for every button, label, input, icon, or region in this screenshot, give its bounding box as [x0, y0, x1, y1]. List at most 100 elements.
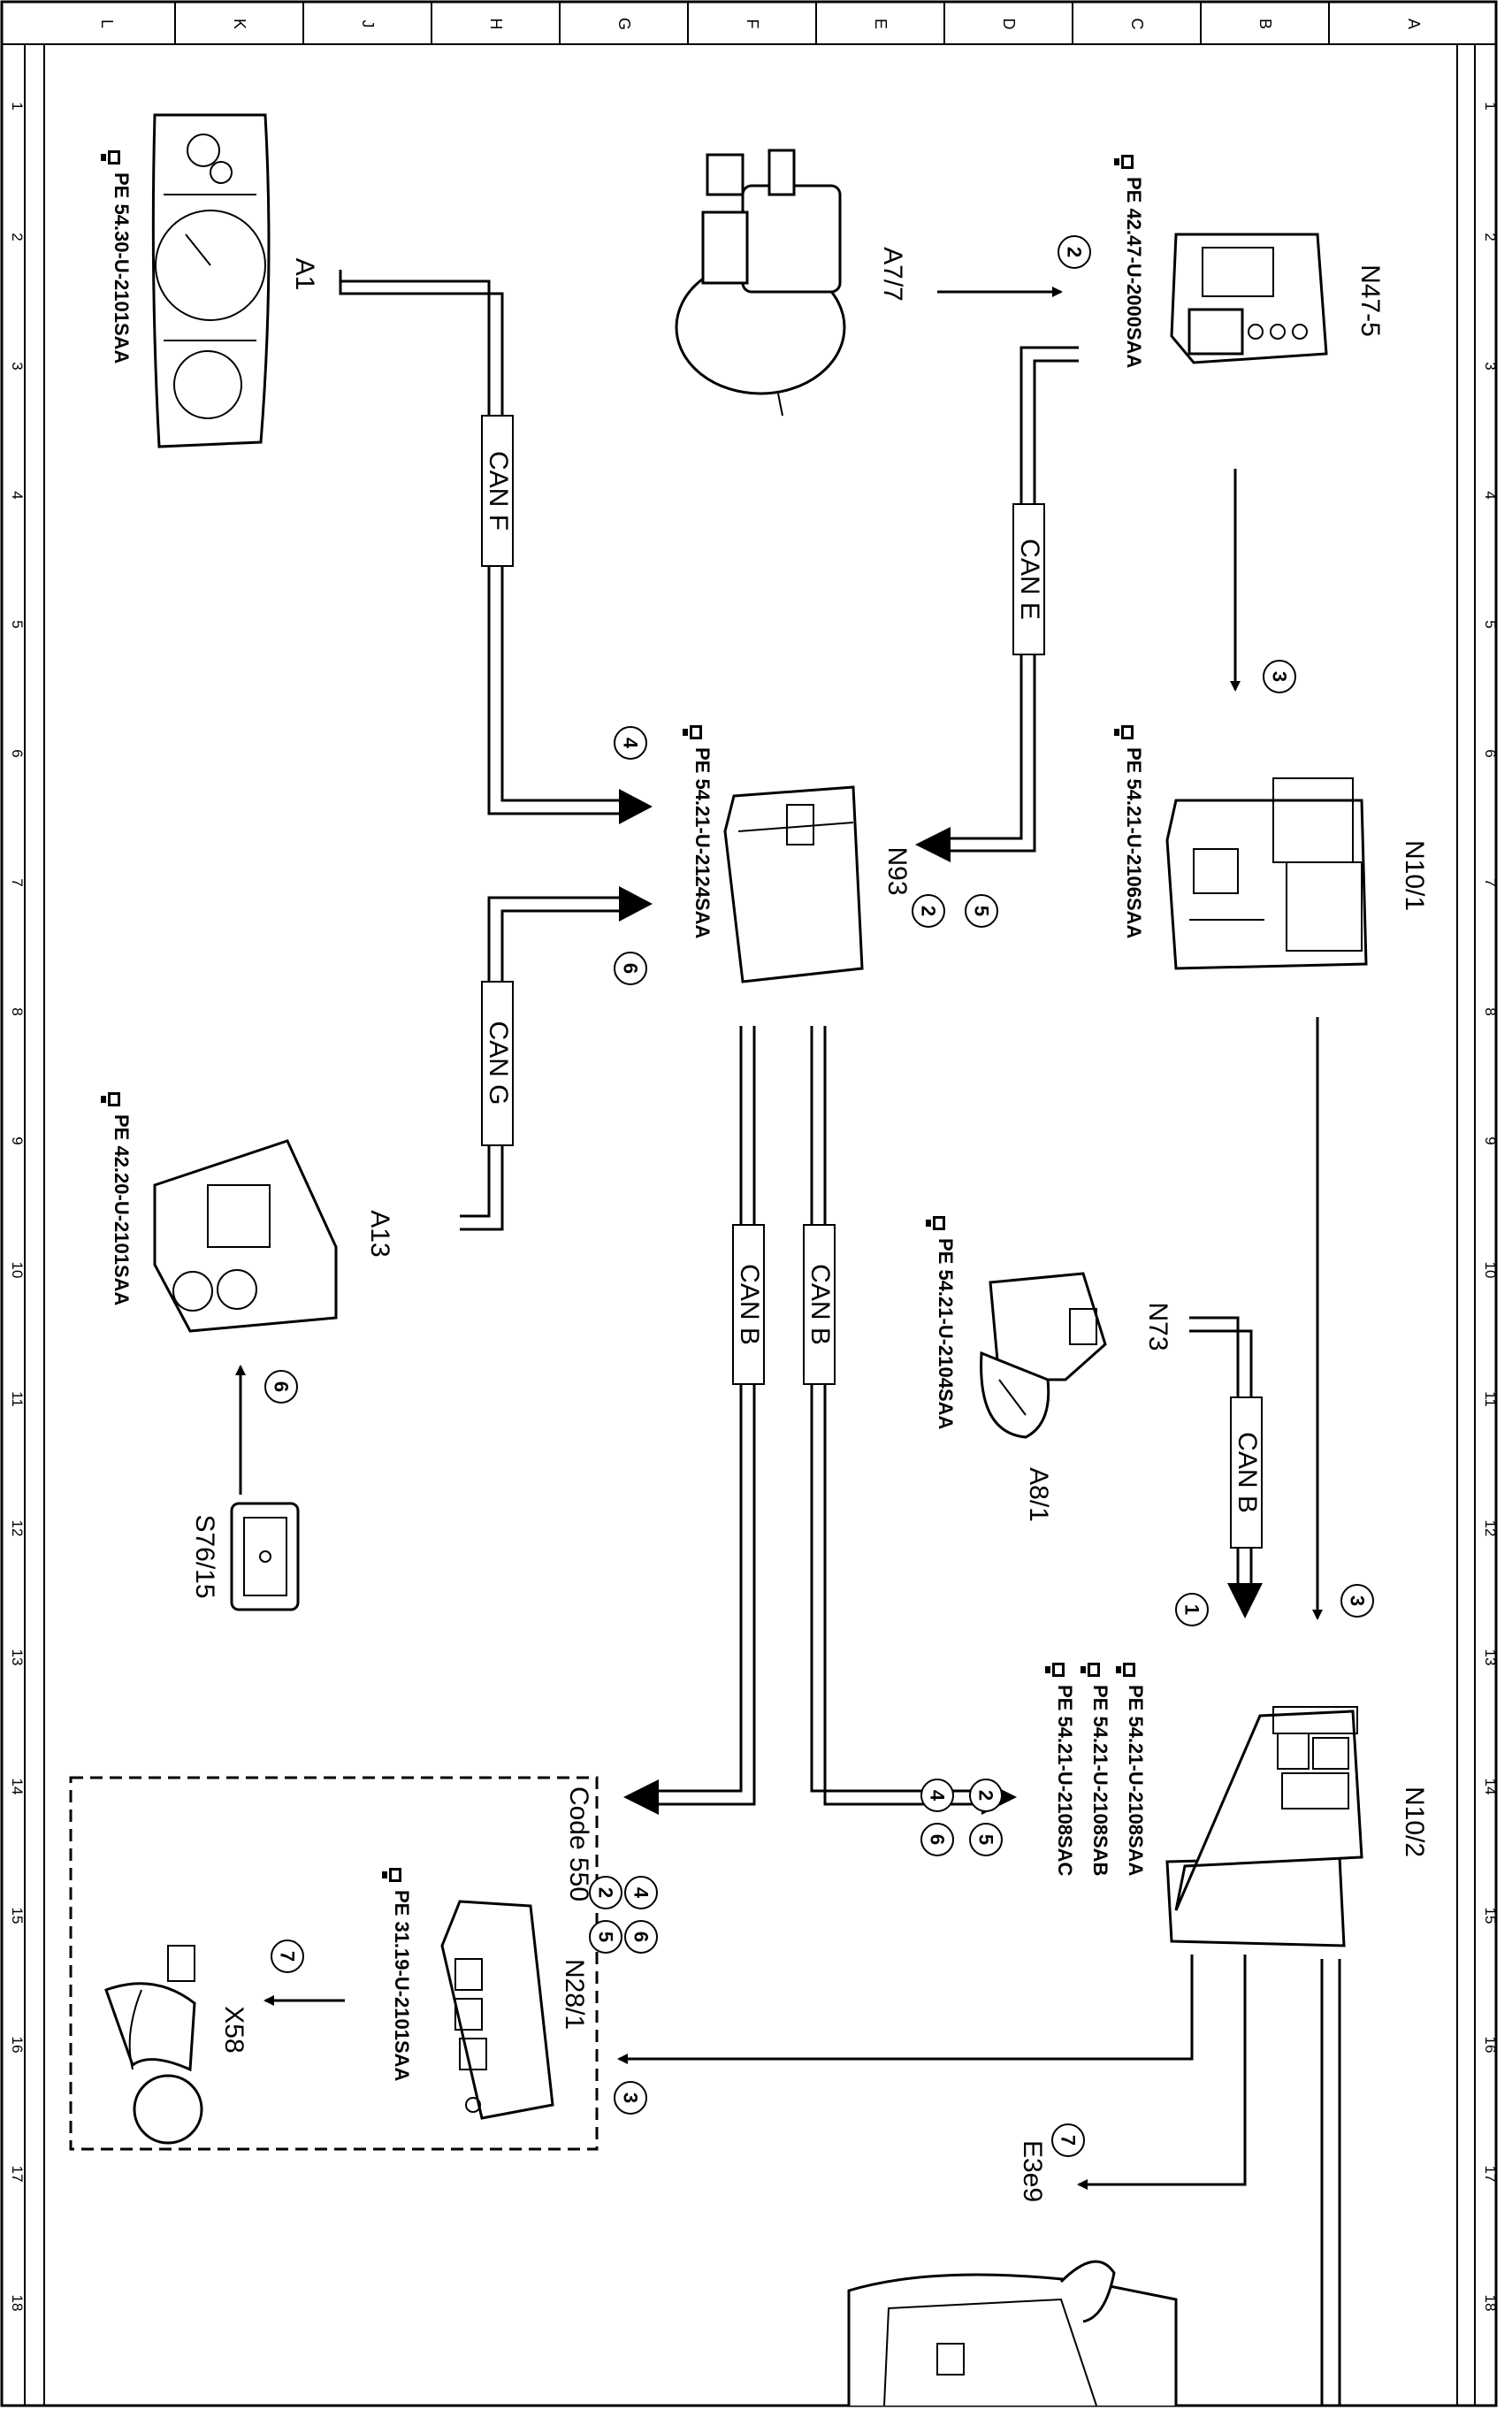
svg-text:5: 5 [971, 906, 993, 916]
label-n47-5: N47-5 [1355, 264, 1385, 337]
svg-text:PE 54.21-U-2108SAC: PE 54.21-U-2108SAC [1054, 1685, 1076, 1877]
svg-text:7: 7 [1058, 2135, 1080, 2146]
ruler-number: 15 [1482, 1908, 1499, 1924]
label-n28-1: N28/1 [560, 1959, 589, 2030]
circled-number: 5 [969, 1823, 1003, 1856]
ruler-letter: E [872, 19, 890, 29]
svg-text:7: 7 [277, 1951, 299, 1962]
ruler-number: 9 [9, 1136, 26, 1144]
svg-text:2: 2 [918, 906, 940, 916]
svg-text:3: 3 [1347, 1595, 1369, 1606]
ruler-number: 4 [9, 491, 26, 499]
ruler-number: 14 [1482, 1779, 1499, 1795]
circled-number: 7 [271, 1939, 304, 1973]
svg-text:5: 5 [595, 1932, 617, 1942]
svg-text:2: 2 [1064, 247, 1086, 257]
switch-drawing [230, 1502, 300, 1611]
ref-n73: PE 54.21-U-2104SAA [926, 1216, 957, 1430]
ruler-letter: F [744, 19, 761, 29]
can-f-label: CAN F [481, 415, 514, 567]
can-b-to-sam-rear-line [810, 1026, 1017, 1815]
ruler-letter: L [98, 19, 116, 28]
ruler-number: 18 [1482, 2295, 1499, 2312]
svg-text:2: 2 [975, 1790, 997, 1801]
circled-number: 2 [589, 1876, 622, 1909]
label-n73: N73 [1143, 1302, 1172, 1350]
label-code-550: Code 550 [564, 1786, 593, 1901]
right-ruler: 1 2 3 4 5 6 7 8 9 10 11 12 13 14 15 16 1… [1474, 44, 1499, 2406]
can-e-label: CAN E [1012, 503, 1045, 655]
svg-text:5: 5 [975, 1834, 997, 1845]
svg-text:6: 6 [620, 963, 642, 974]
svg-text:PE 54.21-U-2106SAA: PE 54.21-U-2106SAA [1123, 747, 1145, 939]
ruler-number: 2 [9, 233, 26, 241]
esp-unit-drawing [1170, 233, 1328, 364]
ruler-number: 12 [9, 1520, 26, 1537]
label-e3e9: E3e9 [1018, 2140, 1047, 2202]
hand-pointer-icon [1114, 725, 1134, 739]
label-s76-15: S76/15 [190, 1514, 219, 1598]
can-b-label: CAN B [803, 1224, 836, 1385]
svg-text:CAN B: CAN B [735, 1264, 764, 1345]
svg-text:CAN B: CAN B [806, 1264, 835, 1345]
label-a8-1: A8/1 [1024, 1467, 1053, 1522]
ruler-letter: H [487, 19, 505, 30]
ruler-number: 6 [9, 749, 26, 757]
circled-number: 2 [1058, 235, 1091, 269]
ruler-number: 14 [9, 1779, 26, 1795]
label-x58: X58 [219, 2006, 248, 2053]
circled-number: 6 [920, 1823, 954, 1856]
ruler-letter: D [1000, 19, 1018, 30]
circled-number: 1 [1175, 1593, 1209, 1626]
svg-text:2: 2 [595, 1887, 617, 1898]
svg-text:3: 3 [1269, 671, 1291, 682]
hand-pointer-icon [1114, 155, 1134, 169]
hand-pointer-icon [1045, 1663, 1065, 1677]
sam-front-drawing [1165, 777, 1368, 970]
svg-text:PE 54.30-U-2101SAA: PE 54.30-U-2101SAA [111, 172, 133, 364]
can-b-to-trailer-line [623, 1026, 756, 1815]
hand-pointer-icon [683, 725, 702, 739]
circled-number: 3 [1263, 660, 1296, 693]
ruler-number: 1 [1482, 102, 1499, 110]
ref-n10-2-a: PE 54.21-U-2108SAA [1116, 1663, 1147, 1877]
svg-text:6: 6 [630, 1932, 653, 1942]
circled-number: 5 [589, 1920, 622, 1954]
can-g-label: CAN G [481, 981, 514, 1146]
hand-pointer-icon [101, 1092, 120, 1106]
ruler-number: 10 [1482, 1262, 1499, 1279]
ruler-number: 7 [1482, 878, 1499, 886]
telematics-drawing [153, 1139, 338, 1333]
ruler-number: 16 [1482, 2037, 1499, 2054]
ruler-number: 18 [9, 2295, 26, 2312]
hand-pointer-icon [926, 1216, 945, 1230]
sam-rear-drawing [1165, 1706, 1363, 1947]
ruler-letter: G [615, 18, 633, 30]
ruler-number: 8 [1482, 1007, 1499, 1015]
ruler-letter: K [231, 19, 248, 29]
top-ruler: L K J H G F E D C B A [2, 2, 1496, 45]
svg-text:4: 4 [630, 1887, 653, 1899]
label-a7-7: A7/7 [878, 247, 907, 302]
svg-text:6: 6 [271, 1381, 293, 1392]
brake-booster-drawing [675, 149, 846, 417]
hand-pointer-icon [1081, 1663, 1100, 1677]
ruler-number: 5 [1482, 620, 1499, 628]
ruler-number: 11 [1482, 1391, 1499, 1407]
hand-pointer-icon [1116, 1663, 1135, 1677]
circled-number: 2 [969, 1779, 1003, 1812]
can-f-line [339, 270, 653, 824]
ruler-number: 5 [9, 620, 26, 628]
ruler-number: 1 [9, 102, 26, 110]
ruler-letter: J [359, 20, 377, 28]
label-a13: A13 [365, 1210, 394, 1257]
circled-number: 4 [624, 1876, 658, 1909]
ruler-number: 10 [9, 1262, 26, 1279]
instrument-cluster-drawing [151, 113, 271, 448]
svg-text:4: 4 [927, 1790, 949, 1802]
ruler-number: 7 [9, 878, 26, 886]
svg-text:1: 1 [1181, 1604, 1203, 1615]
circled-number: 3 [1340, 1584, 1374, 1618]
ruler-letter: C [1128, 19, 1146, 30]
